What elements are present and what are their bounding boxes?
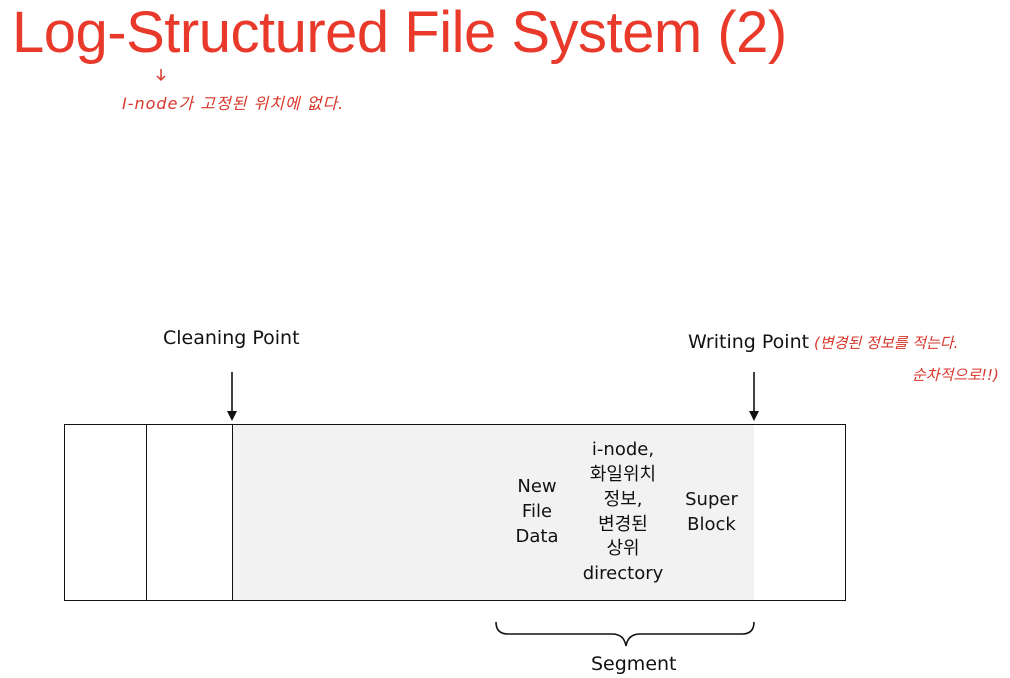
writing-note-line1: (변경된 정보를 적는다.	[814, 334, 959, 352]
writing-note-line2: 순차적으로!!)	[912, 366, 999, 384]
inode-info-text: i-node, 화일위치 정보, 변경된 상위 directory	[582, 439, 664, 585]
page-title: Log-Structured File System (2)	[12, 0, 787, 65]
segment-brace	[495, 621, 755, 647]
segment-label: Segment	[591, 653, 677, 675]
inode-info-cell: i-node, 화일위치 정보, 변경된 상위 directory	[576, 424, 670, 601]
new-file-data-text: New File Data	[515, 476, 559, 547]
log-cell-free	[754, 424, 846, 601]
cleaning-point-label: Cleaning Point	[163, 327, 300, 349]
writing-point-label: Writing Point	[688, 331, 810, 353]
log-cell-1	[64, 424, 147, 601]
log-cell-6	[494, 424, 498, 601]
inode-note: I-node가 고정된 위치에 없다.	[122, 94, 345, 113]
writing-point-arrow	[749, 372, 759, 421]
log-cell-3	[232, 424, 322, 601]
inode-note-arrow	[156, 69, 166, 82]
log-segment-strip: New File Data i-node, 화일위치 정보, 변경된 상위 di…	[64, 424, 846, 601]
new-file-data-cell: New File Data	[497, 424, 577, 601]
super-block-text: Super Block	[685, 488, 738, 535]
log-cell-2	[146, 424, 233, 601]
log-cell-5	[410, 424, 495, 601]
super-block-cell: Super Block	[669, 424, 755, 601]
cleaning-point-arrow	[227, 372, 237, 421]
log-cell-4	[321, 424, 411, 601]
